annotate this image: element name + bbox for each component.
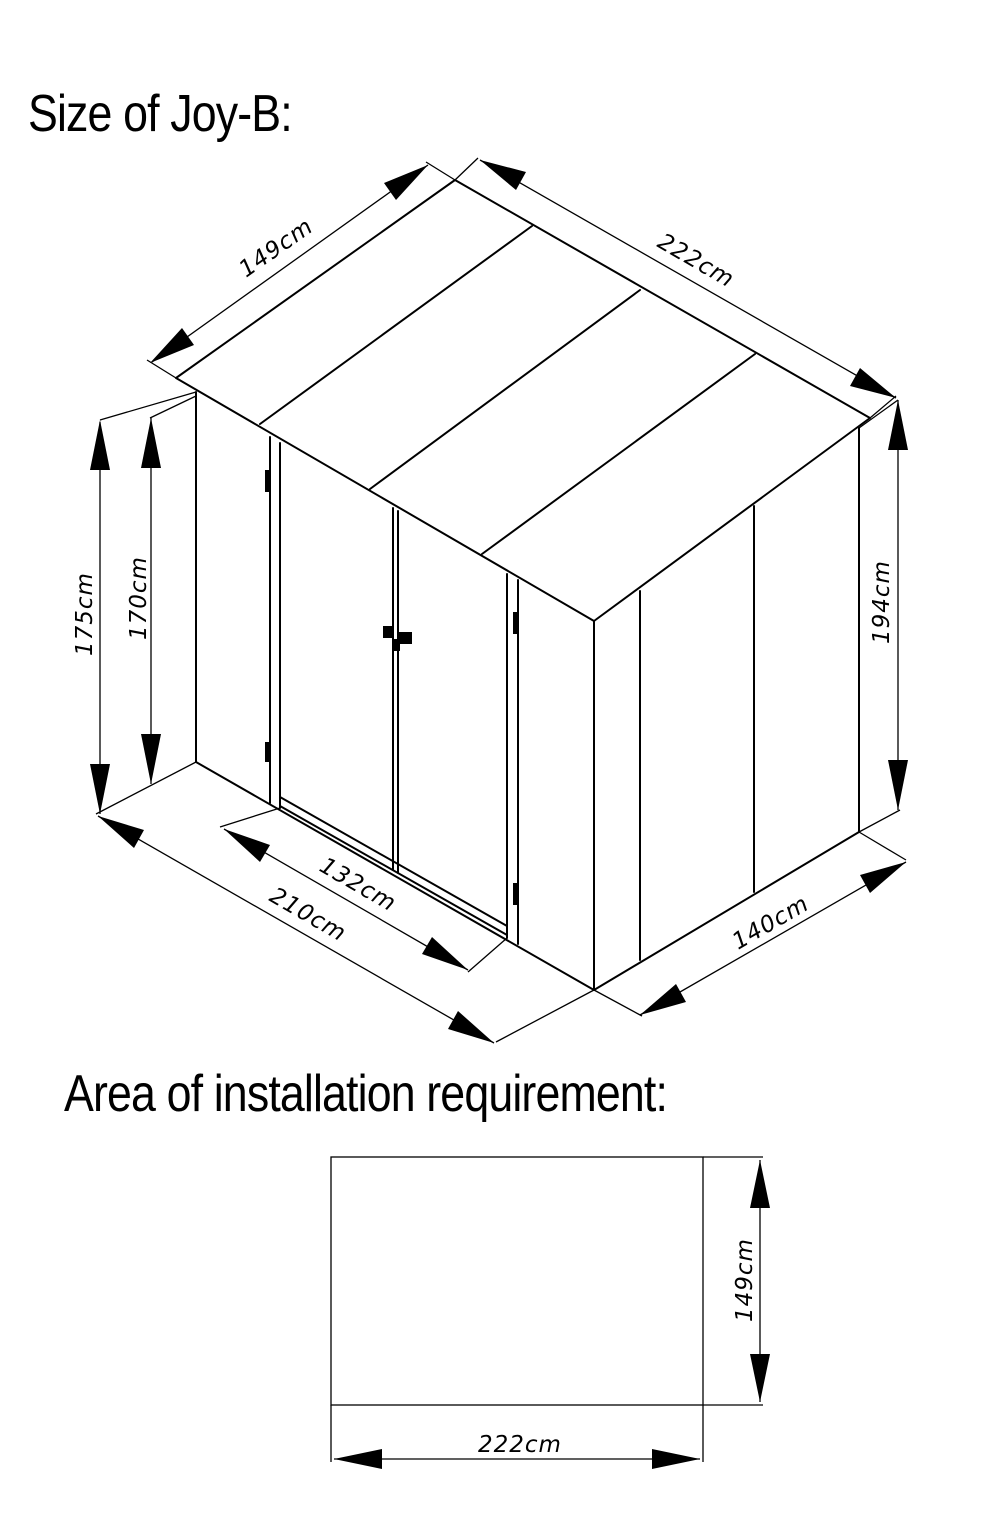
door-bottom-2 [279, 805, 508, 936]
dim-base-length: 210cm [265, 883, 351, 947]
dim-door-height: 170cm [126, 556, 152, 640]
base-side-edge [593, 831, 860, 991]
door-bottom [279, 796, 508, 927]
door-handle-icon [383, 626, 412, 651]
installation-area [330, 1156, 770, 1469]
hinge-icon [513, 883, 518, 905]
area-title: Area of installation requirement: [64, 1065, 668, 1123]
base-front-edge [195, 761, 595, 991]
dim-door-width: 132cm [315, 853, 401, 917]
size-title: Size of Joy-B: [28, 85, 293, 143]
dim-back-height: 194cm [869, 560, 895, 644]
hinge-icon [265, 470, 270, 492]
roof-seam-1 [259, 225, 533, 425]
roof-seam-3 [481, 353, 756, 555]
dim-front-height: 175cm [72, 572, 98, 656]
hinge-icon [513, 612, 518, 634]
shed-drawing [175, 179, 871, 991]
area-rectangle [330, 1156, 704, 1406]
area-width-label: 222cm [478, 1432, 562, 1458]
dimension-lines [90, 157, 908, 1044]
area-depth-label: 149cm [732, 1238, 758, 1322]
roof-seam-2 [369, 289, 641, 490]
hinge-icon [265, 742, 270, 762]
